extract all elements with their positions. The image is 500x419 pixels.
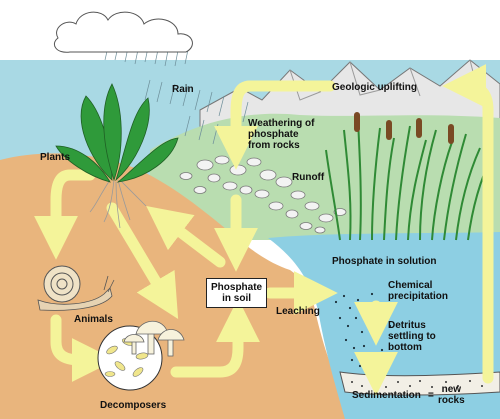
weathering-label: Weathering of phosphate from rocks	[248, 118, 314, 151]
rain-label: Rain	[172, 84, 194, 95]
new-rocks-label: new rocks	[438, 384, 465, 406]
decomposers-label: Decomposers	[100, 400, 166, 411]
weathering-line-2: phosphate	[248, 129, 314, 140]
detritus-line-3: bottom	[388, 342, 436, 353]
equals-sign: =	[428, 390, 434, 401]
detritus-label: Detritus settling to bottom	[388, 320, 436, 353]
phosphate-in-solution-label: Phosphate in solution	[332, 256, 436, 267]
phosphate-in-soil-line-2: in soil	[211, 293, 262, 304]
phosphate-in-soil-line-1: Phosphate	[211, 282, 262, 293]
plants-label: Plants	[40, 152, 70, 163]
geologic-uplifting-label: Geologic uplifting	[332, 82, 417, 93]
leaching-label: Leaching	[276, 306, 320, 317]
chemical-precipitation-label: Chemical precipitation	[388, 280, 448, 302]
chemical-precipitation-line-1: Chemical	[388, 280, 448, 291]
new-rocks-line-1: new	[438, 384, 465, 395]
detritus-line-1: Detritus	[388, 320, 436, 331]
chemical-precipitation-line-2: precipitation	[388, 291, 448, 302]
phosphate-in-soil-box: Phosphate in soil	[206, 278, 267, 308]
weathering-line-3: from rocks	[248, 140, 314, 151]
runoff-label: Runoff	[292, 172, 324, 183]
new-rocks-line-2: rocks	[438, 395, 465, 406]
sedimentation-label: Sedimentation	[352, 390, 421, 401]
detritus-line-2: settling to	[388, 331, 436, 342]
animals-label: Animals	[74, 314, 113, 325]
weathering-line-1: Weathering of	[248, 118, 314, 129]
